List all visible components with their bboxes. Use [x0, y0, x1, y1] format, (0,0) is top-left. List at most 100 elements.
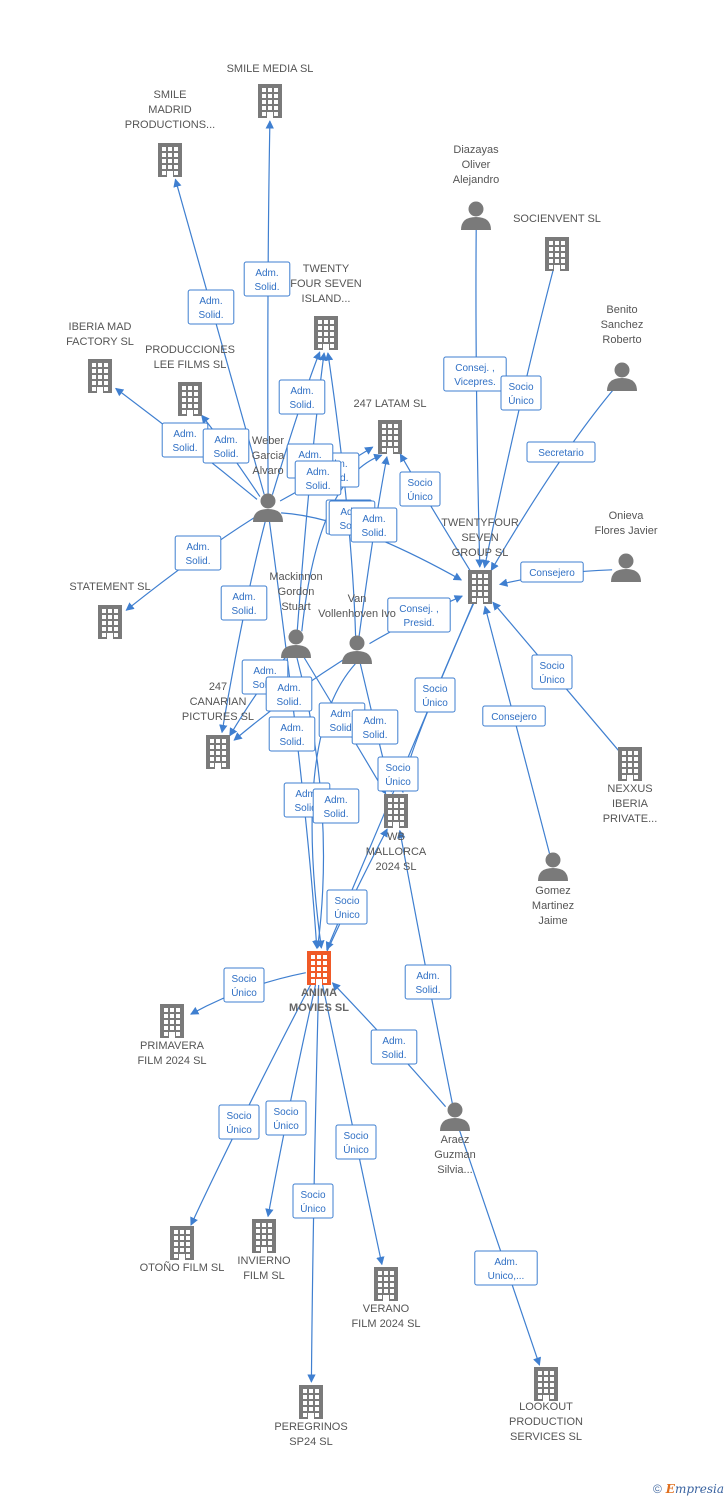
edge-label-6[interactable]: Adm.Solid. [174, 535, 222, 571]
building-window [323, 979, 327, 983]
node-smile_media[interactable]: SMILE MEDIA SL [227, 63, 314, 118]
node-statement[interactable]: STATEMENT SL [69, 581, 151, 639]
building-window [180, 1248, 184, 1252]
building-window [549, 253, 553, 257]
node-label: Garcia [252, 450, 285, 462]
building-window [400, 804, 404, 808]
edge-label-11[interactable]: Adm.Solid. [294, 460, 342, 496]
building-window [400, 822, 404, 826]
building-window [102, 633, 106, 637]
building-window [622, 757, 626, 761]
node-label: TWENTYFOUR [441, 517, 519, 529]
edge-label-text: Solid. [323, 809, 348, 820]
person-head [447, 1102, 463, 1118]
building-window [561, 253, 565, 257]
building-window [262, 100, 266, 104]
building-window [478, 586, 482, 590]
node-label: SERVICES SL [510, 1431, 582, 1443]
person-icon [538, 852, 568, 881]
building-window [104, 387, 108, 391]
edge-label-box [312, 788, 360, 824]
edge-label-37[interactable]: Adm.Solid. [404, 964, 452, 1000]
node-smile_madrid[interactable]: SMILEMADRIDPRODUCTIONS... [125, 89, 215, 177]
edge-label-box [443, 356, 507, 392]
node-latam[interactable]: 247 LATAM SL [354, 398, 427, 454]
person-head [618, 553, 634, 569]
node-otono[interactable]: OTOÑO FILM SL [140, 1226, 225, 1274]
building-door [107, 633, 113, 639]
edge-label-2[interactable]: Adm.Solid. [278, 379, 326, 415]
building-door [169, 1032, 175, 1038]
edge-label-text: Adm. [295, 789, 318, 800]
building-window [550, 1395, 554, 1399]
edge-label-24[interactable]: Consejero [520, 561, 584, 583]
edge-label-19[interactable]: Adm.Solid. [351, 709, 399, 745]
node-araez[interactable]: AraezGuzmanSilvia... [434, 1102, 476, 1177]
building-door [323, 344, 329, 350]
building-window [484, 598, 488, 602]
edge-label-16[interactable]: Adm.Solid. [350, 507, 398, 543]
building-window [216, 739, 220, 743]
edge-label-38[interactable]: Adm.Unico,... [474, 1250, 538, 1286]
edge-label-13[interactable]: Adm.Solid. [312, 788, 360, 824]
building-window [222, 751, 226, 755]
edge-label-1[interactable]: Adm.Solid. [187, 289, 235, 325]
edge-label-text: Solid. [305, 481, 330, 492]
edge-label-3[interactable]: Adm.Solid. [161, 422, 209, 458]
edge-label-box [520, 561, 584, 583]
edge-label-23[interactable]: Secretario [526, 441, 596, 463]
edge-label-20[interactable]: Consej. ,Presid. [387, 597, 451, 633]
edge-label-36[interactable]: Adm.Solid. [370, 1029, 418, 1065]
person-icon [461, 201, 491, 230]
building-window [561, 265, 565, 269]
building-icon [545, 237, 569, 271]
node-twentyfour_island[interactable]: TWENTYFOUR SEVENISLAND... [290, 263, 362, 350]
building-window [216, 751, 220, 755]
edge-label-18[interactable]: Adm.Solid. [268, 716, 316, 752]
edge-label-17[interactable]: Adm.Solid. [265, 676, 313, 712]
edge-label-21[interactable]: Consej. ,Vicepres. [443, 356, 507, 392]
edge-label-7[interactable]: Adm.Solid. [220, 585, 268, 621]
empresia-logo: ©Empresia [653, 1482, 724, 1496]
edge-label-26[interactable]: Consejero [482, 705, 546, 727]
building-window [317, 961, 321, 965]
node-nexxus[interactable]: NEXXUSIBERIAPRIVATE... [603, 747, 658, 825]
edge-label-box [294, 460, 342, 496]
building-icon [314, 316, 338, 350]
edge-label-0[interactable]: Adm.Solid. [243, 261, 291, 297]
edge-label-4[interactable]: Adm.Solid. [202, 428, 250, 464]
node-socievent[interactable]: SOCIENVENT SL [513, 213, 601, 271]
person-body [461, 217, 491, 230]
edge-label-text: Solid. [362, 730, 387, 741]
edge-label-text: Adm. [290, 386, 313, 397]
